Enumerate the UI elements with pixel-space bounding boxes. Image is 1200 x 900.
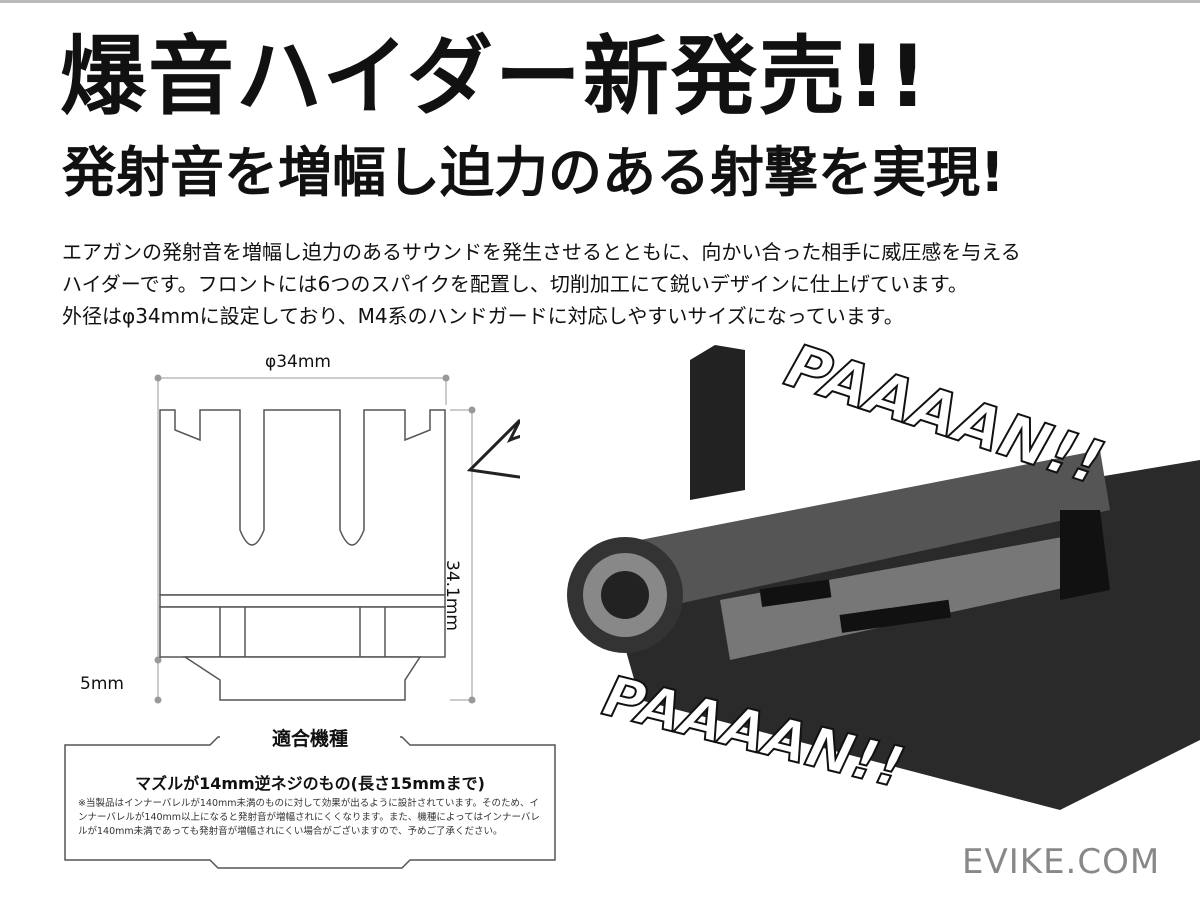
length-label: 34.1mm — [442, 560, 462, 631]
description-line: 外径はφ34mmに設定しており、M4系のハンドガードに対応しやすいサイズになって… — [62, 304, 904, 328]
compatibility-box — [64, 736, 556, 869]
diameter-label: φ34mm — [265, 352, 331, 372]
subheadline: 発射音を増幅し迫力のある射撃を実現! — [62, 141, 1005, 204]
top-divider — [0, 0, 1200, 3]
hider-drawing — [154, 374, 520, 704]
description-line: ハイダーです。フロントには6つのスパイクを配置し、切削加工にて鋭いデザインに仕上… — [62, 272, 968, 296]
compatibility-main: マズルが14mm逆ネジのもの(長さ15mmまで) — [135, 774, 485, 793]
evike-watermark: EVIKE.COM — [962, 842, 1161, 882]
compatibility-title: 適合機種 — [220, 724, 400, 751]
thread-length-label: 5mm — [80, 674, 124, 694]
description: エアガンの発射音を増幅し迫力のあるサウンドを発生させるとともに、向かい合った相手… — [62, 236, 1162, 332]
rifle-illustration — [567, 345, 1200, 810]
headline: 爆音ハイダー新発売!! — [60, 27, 930, 127]
compatibility-note: ※当製品はインナーバレルが140mm未満のものに対して効果が出るように設計されて… — [78, 798, 540, 837]
description-line: エアガンの発射音を増幅し迫力のあるサウンドを発生させるとともに、向かい合った相手… — [62, 240, 1021, 264]
